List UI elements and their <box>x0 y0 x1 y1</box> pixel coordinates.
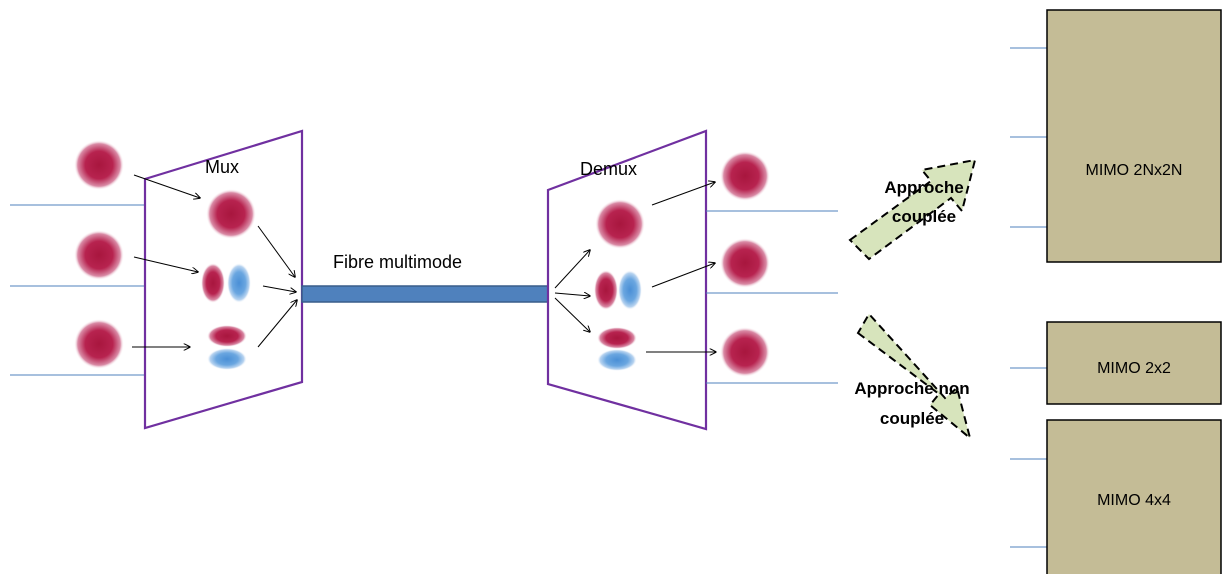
demux-lp11a-lobe-red <box>594 270 618 310</box>
input-modes <box>74 140 124 369</box>
mimo-4x4-label: MIMO 4x4 <box>1097 492 1171 509</box>
mux-lp11b-lobe-blue <box>207 348 247 370</box>
coupled-arrow-shape <box>848 158 977 261</box>
output-lines <box>706 210 838 384</box>
multimode-fiber <box>301 285 549 303</box>
demux-arrow <box>651 182 715 206</box>
uncoupled-approach-arrow: Approche non couplée <box>854 312 972 441</box>
demux-arrow <box>554 250 590 289</box>
demux-lp11a-lobe-blue <box>618 270 642 310</box>
demux-lp11b-lobe-blue <box>597 349 637 371</box>
coupled-approach-arrow: Approche couplée <box>848 158 977 261</box>
mux-lp01-mode <box>206 189 256 239</box>
demux-arrows <box>554 182 716 352</box>
mux-arrow <box>133 256 198 272</box>
uncoupled-arrow-shape <box>856 312 972 441</box>
output-mode-1 <box>720 151 770 201</box>
demux-lp01-mode <box>595 199 645 249</box>
demux-modes <box>594 199 645 371</box>
uncoupled-approach-label-line2: couplée <box>880 409 944 428</box>
mux-lp11b-lobe-red <box>207 325 247 347</box>
output-modes <box>720 151 770 377</box>
demux-label: Demux <box>580 159 637 179</box>
mimo-2nx2n-group: MIMO 2Nx2N <box>1010 9 1222 263</box>
mux-arrow <box>257 300 297 348</box>
demux-arrow <box>651 263 715 288</box>
mux-arrow <box>262 285 296 292</box>
input-mode-1 <box>74 140 124 190</box>
mux-arrow <box>257 225 295 277</box>
demux-arrow <box>554 293 590 296</box>
input-mode-2 <box>74 230 124 280</box>
coupled-approach-label-line1: Approche <box>884 178 963 197</box>
input-mode-3 <box>74 319 124 369</box>
mimo-2x2-group: MIMO 2x2 <box>1010 321 1222 405</box>
mux-modes <box>201 189 256 370</box>
fiber-label: Fibre multimode <box>333 252 462 272</box>
mux-label: Mux <box>205 157 239 177</box>
uncoupled-approach-label-line1: Approche non <box>854 379 969 398</box>
mimo-2x2-box <box>1046 321 1222 405</box>
mimo-2nx2n-box <box>1046 9 1222 263</box>
mimo-4x4-group: MIMO 4x4 <box>1010 419 1222 574</box>
mux-lp11a-lobe-blue <box>227 263 251 303</box>
demux-arrow <box>554 297 590 332</box>
coupled-approach-label-line2: couplée <box>892 207 956 226</box>
output-mode-3 <box>720 327 770 377</box>
mimo-2nx2n-label: MIMO 2Nx2N <box>1086 162 1183 179</box>
mux-arrows <box>132 174 297 348</box>
mux-arrow <box>133 174 200 198</box>
mimo-4x4-box <box>1046 419 1222 574</box>
demux-lp11b-lobe-red <box>597 327 637 349</box>
output-mode-2 <box>720 238 770 288</box>
input-lines <box>10 204 145 376</box>
mimo-2x2-label: MIMO 2x2 <box>1097 360 1171 377</box>
mux-lp11a-lobe-red <box>201 263 225 303</box>
